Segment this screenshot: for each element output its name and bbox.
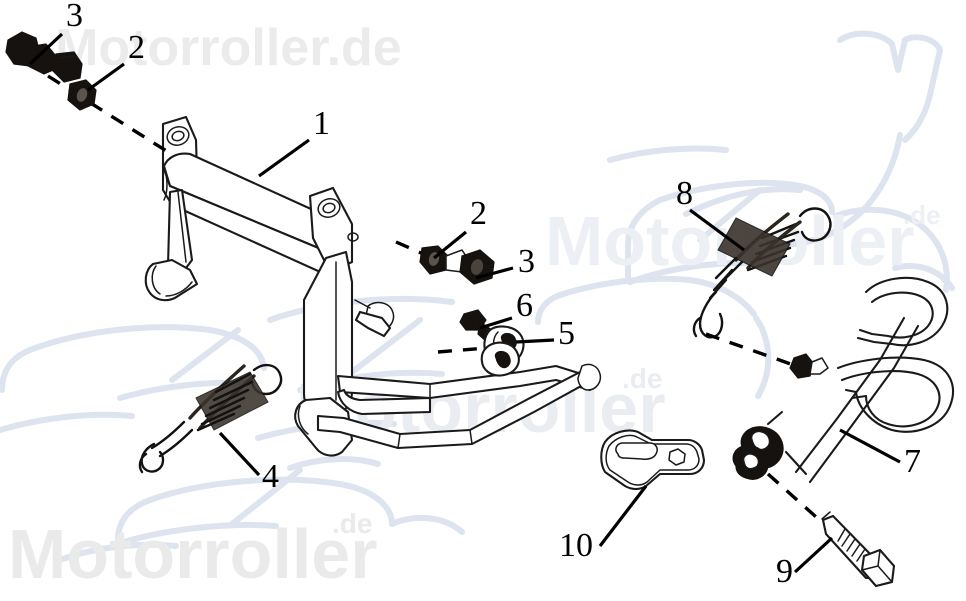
watermark-layer: Motorroller.de Motorroller .de Motorroll…: [0, 19, 955, 593]
callout-leader: [598, 485, 648, 547]
callout-leader: [87, 62, 125, 92]
callout-number: 5: [558, 315, 575, 352]
assembly-dashline-lower-right: [766, 472, 826, 526]
callout-leader: [839, 428, 901, 464]
part-side-stand-spring: [692, 207, 832, 339]
callout-4-spring[interactable]: 4: [218, 431, 279, 495]
callout-number: 2: [128, 29, 145, 66]
callout-number: 2: [470, 195, 487, 232]
part-pivot-bolt: [821, 511, 896, 588]
callout-7-side-stand[interactable]: 7: [839, 428, 921, 480]
callout-6-split-pin[interactable]: 6: [479, 287, 533, 330]
scooter-watermark-top-right: [535, 30, 955, 399]
part-center-stand-spring: [138, 363, 283, 474]
watermark-bottom-de: .de: [332, 508, 372, 539]
bolt-threads: [837, 528, 866, 562]
callout-3-center[interactable]: 3: [475, 243, 535, 280]
scooter-watermark-mid-left: [0, 324, 267, 433]
callout-number: 9: [776, 553, 793, 590]
callout-8-spring[interactable]: 8: [676, 175, 745, 252]
callout-leader: [479, 316, 513, 330]
callout-leader: [793, 536, 834, 574]
scooter-watermark-bottom-left: [57, 456, 465, 563]
hardware-center: [395, 240, 525, 377]
assembly-dashline-bushing: [437, 346, 487, 354]
callout-leader: [515, 338, 555, 344]
callout-number: 7: [904, 443, 921, 480]
callout-leader: [28, 32, 64, 66]
callout-layer: 3 2 1 2 3 6: [28, 0, 921, 590]
callout-leader: [218, 431, 261, 477]
callout-9-bolt[interactable]: 9: [776, 536, 834, 590]
callout-5-bushing[interactable]: 5: [515, 315, 575, 352]
part-side-stand: [732, 276, 954, 484]
callout-number: 1: [313, 105, 330, 142]
watermark-middle-de: .de: [622, 363, 662, 394]
callout-number: 10: [559, 527, 593, 564]
callout-number: 6: [516, 287, 533, 324]
watermark-bottom: Motorroller: [8, 515, 377, 593]
assembly-dashline-right-spring: [705, 332, 803, 370]
callout-2-center[interactable]: 2: [432, 195, 487, 260]
callout-leader: [432, 230, 468, 260]
callout-1-center-stand[interactable]: 1: [258, 105, 330, 178]
callout-10-bracket[interactable]: 10: [559, 485, 648, 564]
watermark-right-de: .de: [903, 200, 941, 230]
watermark-top: Motorroller.de: [55, 19, 402, 77]
callout-leader: [475, 266, 514, 280]
callout-3-upper-left[interactable]: 3: [28, 0, 83, 66]
callout-number: 4: [262, 458, 279, 495]
hardware-right-node: [789, 353, 829, 379]
assembly-dashline-upper-left: [47, 74, 169, 154]
callout-number: 3: [66, 0, 83, 34]
callout-2-upper-left[interactable]: 2: [87, 29, 145, 92]
callout-leader: [689, 208, 745, 252]
part-bracket-plate: [600, 429, 706, 491]
callout-number: 8: [676, 175, 693, 212]
callout-number: 3: [518, 243, 535, 280]
callout-leader: [258, 138, 310, 178]
spring-coils-4: [196, 372, 254, 432]
part-center-stand: [144, 115, 602, 457]
hardware-upper-left: [5, 31, 169, 154]
